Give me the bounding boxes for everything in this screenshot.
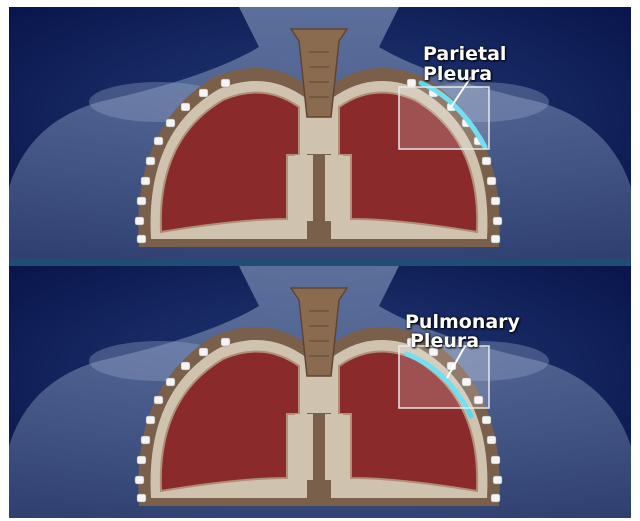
rib	[166, 119, 175, 127]
rib	[137, 235, 146, 243]
rib	[491, 235, 500, 243]
pulmonary-label-line1: Pulmonary	[405, 312, 520, 332]
rib	[137, 494, 146, 502]
rib	[146, 416, 155, 424]
panel-divider	[9, 259, 631, 266]
pulmonary-label-line2: Pleura	[410, 331, 479, 351]
thorax-illustration	[9, 266, 631, 518]
magnifier-box	[399, 346, 489, 408]
rib	[221, 79, 230, 87]
rib	[491, 456, 500, 464]
rib	[199, 348, 208, 356]
rib	[491, 494, 500, 502]
rib	[181, 103, 190, 111]
mediastinum-core	[313, 414, 325, 480]
rib	[199, 89, 208, 97]
rib	[141, 177, 150, 185]
diagram-panel-pulmonary	[9, 266, 631, 518]
rib	[146, 157, 155, 165]
rib	[221, 338, 230, 346]
rib	[407, 79, 416, 87]
parietal-label-line1: Parietal	[423, 44, 506, 64]
rib	[135, 217, 144, 225]
rib	[154, 396, 163, 404]
parietal-label-line2: Pleura	[423, 64, 492, 84]
thorax-illustration	[9, 7, 631, 259]
mediastinum-core	[313, 155, 325, 221]
rib	[493, 476, 502, 484]
rib	[487, 436, 496, 444]
rib	[141, 436, 150, 444]
rib	[493, 217, 502, 225]
rib	[491, 197, 500, 205]
rib	[166, 378, 175, 386]
rib	[137, 197, 146, 205]
rib	[482, 416, 491, 424]
rib	[154, 137, 163, 145]
rib	[181, 362, 190, 370]
magnifier-box	[399, 87, 489, 149]
rib	[482, 157, 491, 165]
diagram-panel-parietal	[9, 7, 631, 259]
rib	[137, 456, 146, 464]
rib	[135, 476, 144, 484]
rib	[487, 177, 496, 185]
